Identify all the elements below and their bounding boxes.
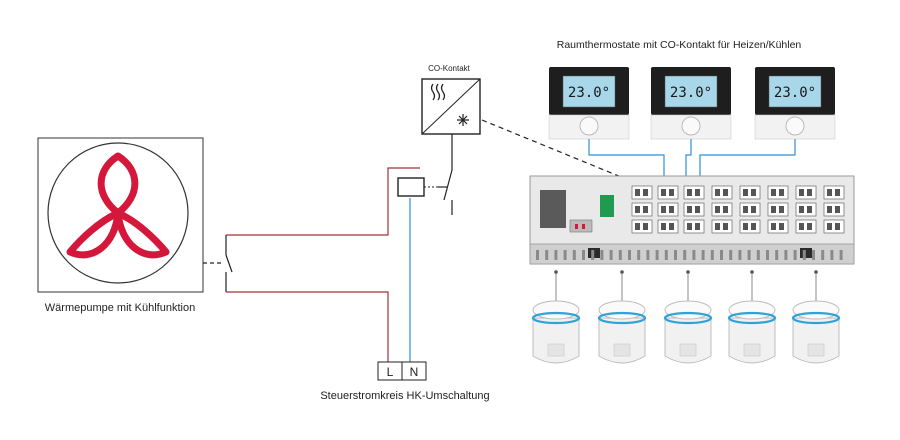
actuator — [727, 270, 777, 364]
thermostat — [754, 67, 836, 140]
actuator — [663, 270, 713, 364]
control-circuit-label: Steuerstromkreis HK-Umschaltung — [320, 390, 489, 402]
actuator — [597, 270, 647, 364]
pin — [756, 250, 760, 260]
thermostat-display: 23.0° — [670, 85, 712, 101]
heating-wave-icon — [430, 83, 446, 101]
co-contact-switch — [438, 134, 453, 215]
thermostat-display: 23.0° — [568, 85, 610, 101]
pin — [582, 250, 585, 260]
pin — [591, 250, 595, 260]
actuator — [791, 270, 841, 364]
pin — [784, 250, 788, 260]
pin — [793, 250, 797, 260]
pin — [683, 250, 687, 260]
pin — [646, 250, 650, 260]
pin — [536, 250, 539, 260]
pin — [839, 250, 843, 260]
pin — [766, 250, 769, 260]
thermostat-display: 23.0° — [774, 85, 816, 101]
pin — [812, 250, 815, 260]
bottom-terminals — [536, 250, 843, 260]
terminal-n: N — [410, 365, 419, 379]
pin — [830, 250, 834, 260]
thermostats-label: Raumthermostate mit CO-Kontakt für Heize… — [557, 39, 802, 51]
pin — [545, 250, 549, 260]
co-contact-label: CO-Kontakt — [428, 64, 471, 73]
actuators — [531, 270, 841, 364]
pin — [729, 250, 733, 260]
thermostat — [548, 67, 630, 140]
pin — [775, 250, 779, 260]
co-contact — [421, 78, 481, 135]
co-link-dashed — [481, 119, 649, 189]
pin — [692, 250, 696, 260]
pin — [821, 250, 825, 260]
terminal-blocks — [631, 185, 845, 234]
pin — [609, 250, 613, 260]
pin — [720, 250, 723, 260]
pin — [738, 250, 742, 260]
pin — [600, 250, 604, 260]
pin — [664, 250, 668, 260]
pin — [563, 250, 567, 260]
live-wire — [226, 167, 420, 362]
pin — [701, 250, 705, 260]
relay-coil — [397, 177, 425, 197]
pin — [674, 250, 677, 260]
heat-pump — [37, 137, 204, 293]
snowflake-icon — [457, 114, 469, 126]
actuator — [531, 270, 581, 364]
thermostat — [650, 67, 732, 140]
pin — [618, 250, 622, 260]
heat-pump-switch — [225, 235, 233, 292]
pin — [710, 250, 714, 260]
pin — [655, 250, 659, 260]
pin — [572, 250, 576, 260]
heat-pump-label: Wärmepumpe mit Kühlfunktion — [45, 302, 195, 314]
heat-pump-logo-icon — [66, 152, 170, 259]
pin — [554, 250, 558, 260]
terminal-l: L — [387, 365, 394, 379]
terminal-block — [377, 361, 427, 381]
pin — [747, 250, 751, 260]
pin — [628, 250, 631, 260]
pin — [637, 250, 641, 260]
pin — [802, 250, 806, 260]
